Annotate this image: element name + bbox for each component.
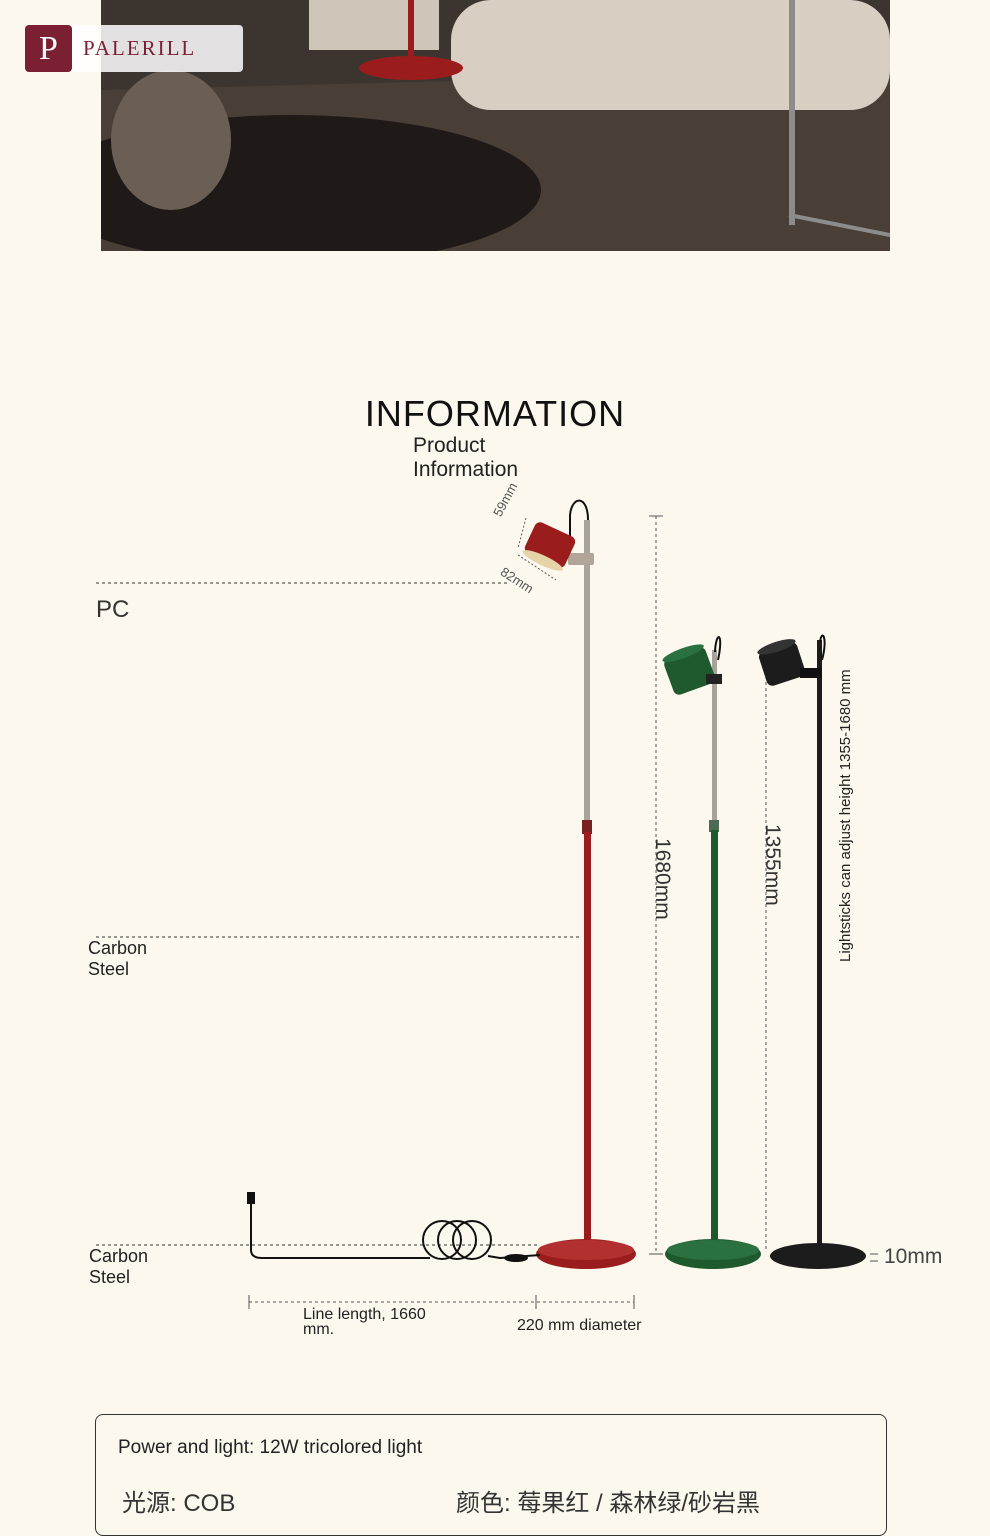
- section-title: INFORMATION: [364, 393, 626, 434]
- spec-colors: 颜色: 莓果红 / 森林绿/砂岩黑: [456, 1490, 761, 1517]
- material-label-pole: Carbon Steel: [88, 938, 148, 979]
- dim-base-thickness: 10mm: [884, 1245, 943, 1268]
- spec-panel: Power and light: 12W tricolored light 光源…: [95, 1414, 887, 1536]
- dim-cord-length: Line length, 1660 mm.: [303, 1306, 426, 1338]
- material-label-shade: PC: [96, 596, 130, 623]
- dim-min-height: 1355mm: [761, 824, 784, 906]
- brand-logo: P PALERILL: [25, 25, 243, 72]
- material-label-base: Carbon Steel: [89, 1246, 149, 1287]
- red-floor-lamp: [522, 499, 636, 1269]
- dim-adjust-note: Lightsticks can adjust height 1355-1680 …: [837, 669, 854, 962]
- power-cord: [247, 1192, 541, 1262]
- brand-name: PALERILL: [83, 36, 197, 60]
- spec-power: Power and light: 12W tricolored light: [118, 1437, 423, 1458]
- lamp-diagram: [96, 499, 878, 1309]
- dim-base-diameter: 220 mm diameter: [517, 1317, 642, 1334]
- brand-initial: P: [25, 25, 72, 72]
- black-floor-lamp: [757, 634, 866, 1269]
- dim-max-height: 1680mm: [651, 838, 674, 920]
- spec-light-source: 光源: COB: [122, 1490, 236, 1517]
- green-floor-lamp: [662, 636, 761, 1269]
- section-subtitle: Product Information: [413, 434, 519, 481]
